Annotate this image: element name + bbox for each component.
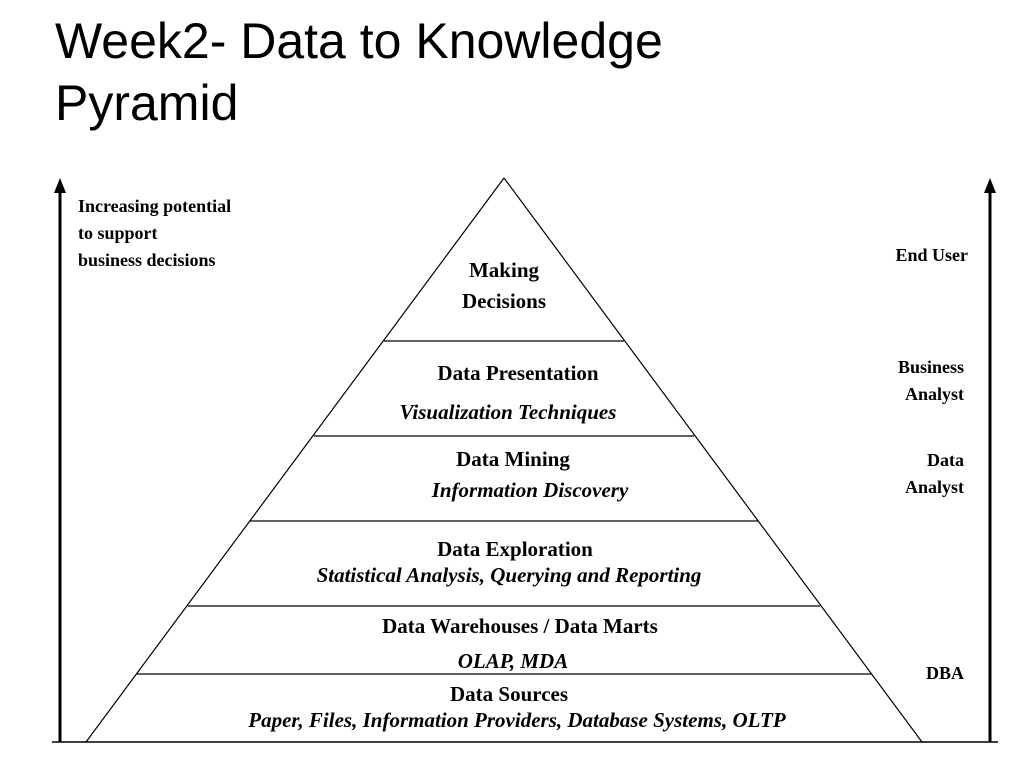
right-arrow-head-icon [984,178,996,193]
role-data-analyst-line-1: Data [927,450,964,470]
decision-potential-caption: Increasing potential to support business… [78,193,231,274]
role-end-user: End User [895,245,968,265]
caption-line-1: Increasing potential [78,196,232,216]
slide-title-line-2: Pyramid [55,75,239,131]
slide-title: Week2- Data to Knowledge Pyramid [55,10,955,134]
layer-data-exploration-subtitle: Statistical Analysis, Querying and Repor… [316,563,702,587]
role-business-analyst-line-1: Business [897,357,964,377]
layer-data-mining-subtitle: Information Discovery [431,478,629,502]
role-business-analyst: Business Analyst [844,354,964,408]
role-data-analyst: Data Analyst [844,447,964,501]
role-business-analyst-line-2: Analyst [904,384,964,404]
pyramid-right-edge [503,177,923,743]
role-dba: DBA [925,663,964,683]
layer-data-sources-subtitle: Paper, Files, Information Providers, Dat… [248,708,786,732]
layer-data-warehouses-title: Data Warehouses / Data Marts [382,614,658,638]
caption-line-2: to support [78,223,158,243]
left-arrow-head-icon [54,178,66,193]
slide-title-line-1: Week2- Data to Knowledge [55,13,663,69]
role-data-analyst-line-2: Analyst [904,477,964,497]
caption-line-3: business decisions [78,250,216,270]
pyramid-left-edge [85,177,505,743]
layer-data-warehouses-subtitle: OLAP, MDA [457,649,569,673]
layer-data-exploration-title: Data Exploration [437,537,593,561]
layer-1-title-line-1: Making [468,258,539,282]
layer-data-sources-title: Data Sources [449,682,569,706]
layer-making-decisions: Making Decisions [404,255,604,317]
layer-data-presentation-subtitle: Visualization Techniques [399,400,617,424]
layer-data-presentation-title: Data Presentation [437,361,599,385]
layer-1-title-line-2: Decisions [462,289,546,313]
layer-data-mining-title: Data Mining [456,447,570,471]
